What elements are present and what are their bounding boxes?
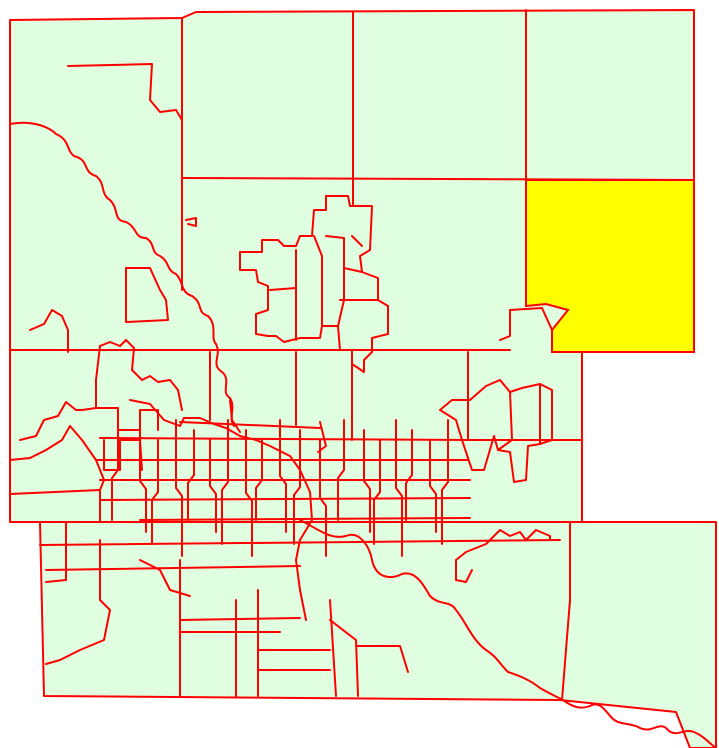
boundary-line [81, 345, 101, 411]
boundary-line [499, 309, 511, 341]
boundary-line [455, 529, 551, 561]
boundary-line [319, 439, 327, 557]
boundary-line [139, 517, 471, 521]
boundary-line [99, 437, 471, 441]
grid-boundaries [9, 9, 695, 523]
boundary-line [151, 439, 159, 545]
boundary-line [455, 559, 473, 583]
boundary-line [363, 429, 371, 533]
boundary-line [185, 217, 197, 227]
boundary-line [329, 599, 337, 697]
boundary-line [139, 559, 191, 597]
boundary-line [405, 429, 413, 521]
boundary-line [229, 399, 241, 433]
boundary-line [179, 421, 321, 429]
boundary-line [269, 287, 297, 291]
river [9, 121, 235, 427]
boundary-line [9, 425, 105, 491]
boundary-line [181, 177, 695, 181]
river [299, 519, 717, 748]
boundary-line [29, 309, 69, 353]
southern-tracts [45, 521, 551, 697]
boundary-line [351, 235, 363, 247]
boundary-line [175, 419, 183, 557]
east-tracts [439, 307, 583, 483]
boundary-line [239, 195, 389, 373]
north-central-tracts [239, 195, 389, 373]
boundary-line [45, 539, 111, 665]
boundary-line [509, 307, 553, 353]
urban-vertical-boundaries [111, 419, 449, 557]
boundary-line [337, 419, 345, 521]
boundary-line [343, 267, 363, 273]
boundary-line [255, 439, 263, 521]
boundary-line [99, 339, 183, 411]
boundary-line [125, 267, 169, 323]
boundary-line [279, 419, 287, 533]
boundary-line [139, 429, 147, 533]
boundary-line [209, 439, 217, 533]
boundary-line [111, 419, 119, 521]
boundary-line [441, 419, 449, 545]
boundary-line [67, 63, 183, 121]
boundary-line [373, 439, 381, 545]
west-mid-tracts [9, 339, 183, 491]
boundary-line [293, 429, 301, 545]
boundary-line [355, 645, 409, 673]
southeastern-county-region[interactable] [559, 521, 717, 748]
boundary-line [221, 419, 229, 545]
boundary-line [329, 619, 359, 697]
boundary-line [439, 379, 553, 483]
boundary-line [313, 235, 323, 327]
boundary-line [45, 565, 301, 571]
boundary-line [429, 439, 437, 533]
boundary-line [129, 399, 313, 621]
boundary-line [45, 521, 67, 583]
boundary-line [187, 429, 195, 521]
boundary-line [395, 419, 403, 557]
eastern-river [299, 519, 717, 748]
boundary-line [179, 617, 301, 621]
boundary-line [245, 429, 253, 557]
northwest-tracts [9, 63, 235, 427]
boundary-line [19, 401, 83, 441]
